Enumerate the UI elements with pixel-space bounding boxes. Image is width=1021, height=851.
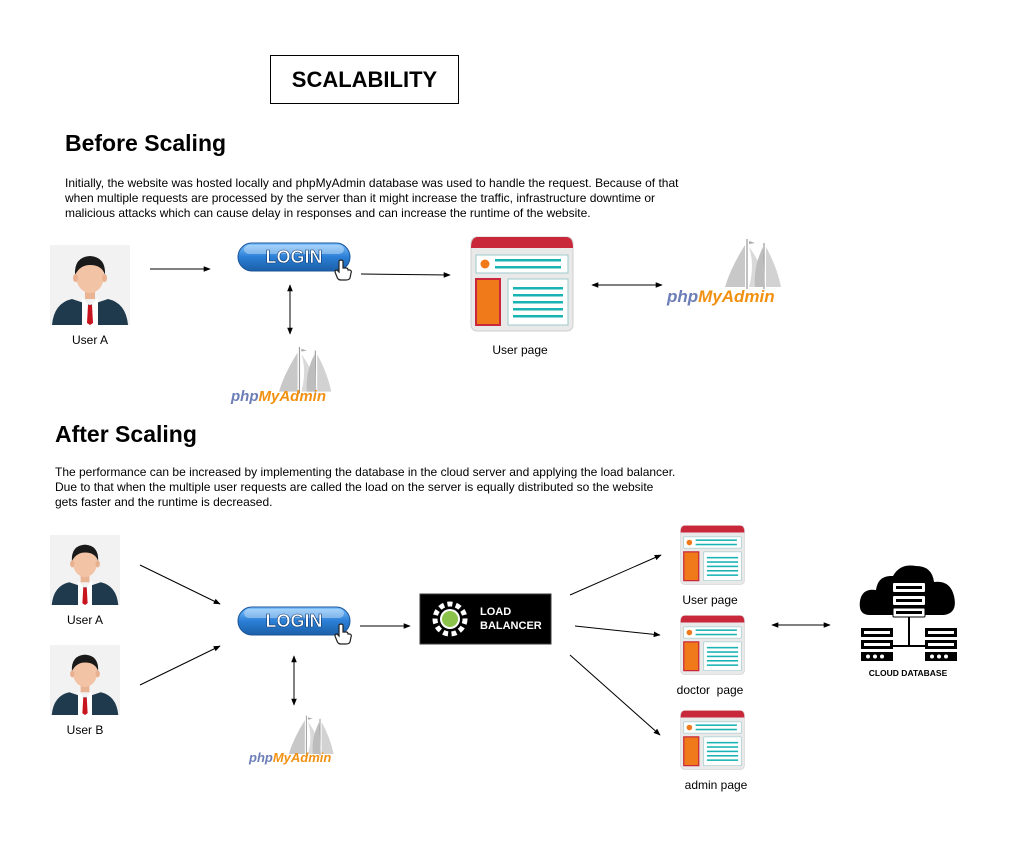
- after-user-a-avatar: [50, 535, 120, 605]
- after-login-text: LOGIN: [266, 611, 323, 631]
- ship-icon: [724, 238, 782, 290]
- arrow-login-to-page: [360, 272, 451, 278]
- before-scaling-heading: Before Scaling: [65, 130, 227, 156]
- before-phpmyadmin-right: phpMyAdmin: [666, 238, 782, 306]
- arrow-user-a-to-login: [139, 564, 221, 605]
- after-text-line: gets faster and the runtime is decreased…: [55, 495, 273, 509]
- load-balancer-text-line1: LOAD: [480, 606, 511, 618]
- before-text-line: when multiple requests are processed by …: [65, 191, 656, 205]
- myadmin-text: MyAdmin: [273, 750, 332, 765]
- arrow-user-b-to-login: [139, 645, 221, 686]
- load-balancer-icon: LOAD BALANCER: [419, 593, 552, 645]
- cloud-database-icon: CLOUD DATABASE: [859, 565, 957, 678]
- before-user-a-avatar: [50, 245, 130, 325]
- after-scaling-heading: After Scaling: [55, 421, 197, 447]
- before-text-line: Initially, the website was hosted locall…: [65, 176, 679, 190]
- before-scaling-description: Initially, the website was hosted locall…: [65, 176, 705, 221]
- myadmin-text: MyAdmin: [698, 287, 775, 306]
- before-user-page-icon: [470, 236, 574, 332]
- php-text: php: [666, 287, 698, 306]
- after-login-button: LOGIN: [237, 606, 352, 645]
- after-user-b-label: User B: [66, 723, 104, 737]
- arrow-lb-to-doctor-page: [574, 625, 661, 638]
- arrow-lb-to-admin-page: [569, 654, 661, 736]
- after-admin-page-icon: [680, 710, 745, 770]
- svg-text:phpMyAdmin: phpMyAdmin: [666, 287, 775, 306]
- after-user-page-label: User page: [682, 593, 738, 607]
- svg-text:phpMyAdmin: phpMyAdmin: [248, 750, 331, 765]
- after-scaling-description: The performance can be increased by impl…: [55, 465, 695, 510]
- before-phpmyadmin-bottom: phpMyAdmin: [230, 346, 332, 405]
- ship-icon: [278, 346, 332, 395]
- diagram-title: SCALABILITY: [270, 55, 459, 104]
- after-doctor-page-label: doctor page: [676, 683, 744, 697]
- php-text: php: [248, 750, 273, 765]
- after-admin-page-label: admin page: [684, 778, 748, 792]
- after-user-b-avatar: [50, 645, 120, 715]
- load-balancer-text-line2: BALANCER: [480, 620, 542, 632]
- svg-text:phpMyAdmin: phpMyAdmin: [230, 388, 326, 405]
- after-user-a-label: User A: [66, 613, 103, 627]
- after-user-page-icon: [680, 525, 745, 585]
- arrow-lb-to-user-page: [569, 554, 662, 596]
- myadmin-text: MyAdmin: [259, 388, 327, 405]
- before-user-a-label: User A: [71, 333, 108, 347]
- php-text: php: [230, 388, 259, 405]
- after-text-line: Due to that when the multiple user reque…: [55, 480, 654, 494]
- after-doctor-page-icon: [680, 615, 745, 675]
- cloud-database-label: CLOUD DATABASE: [869, 668, 948, 678]
- before-login-button: LOGIN: [237, 242, 352, 281]
- before-user-page-label: User page: [492, 343, 548, 357]
- after-text-line: The performance can be increased by impl…: [55, 465, 676, 479]
- after-phpmyadmin: phpMyAdmin: [248, 715, 335, 765]
- before-text-line: malicious attacks which can cause delay …: [65, 206, 591, 220]
- gear-icon: [432, 601, 468, 637]
- before-login-text: LOGIN: [266, 247, 323, 267]
